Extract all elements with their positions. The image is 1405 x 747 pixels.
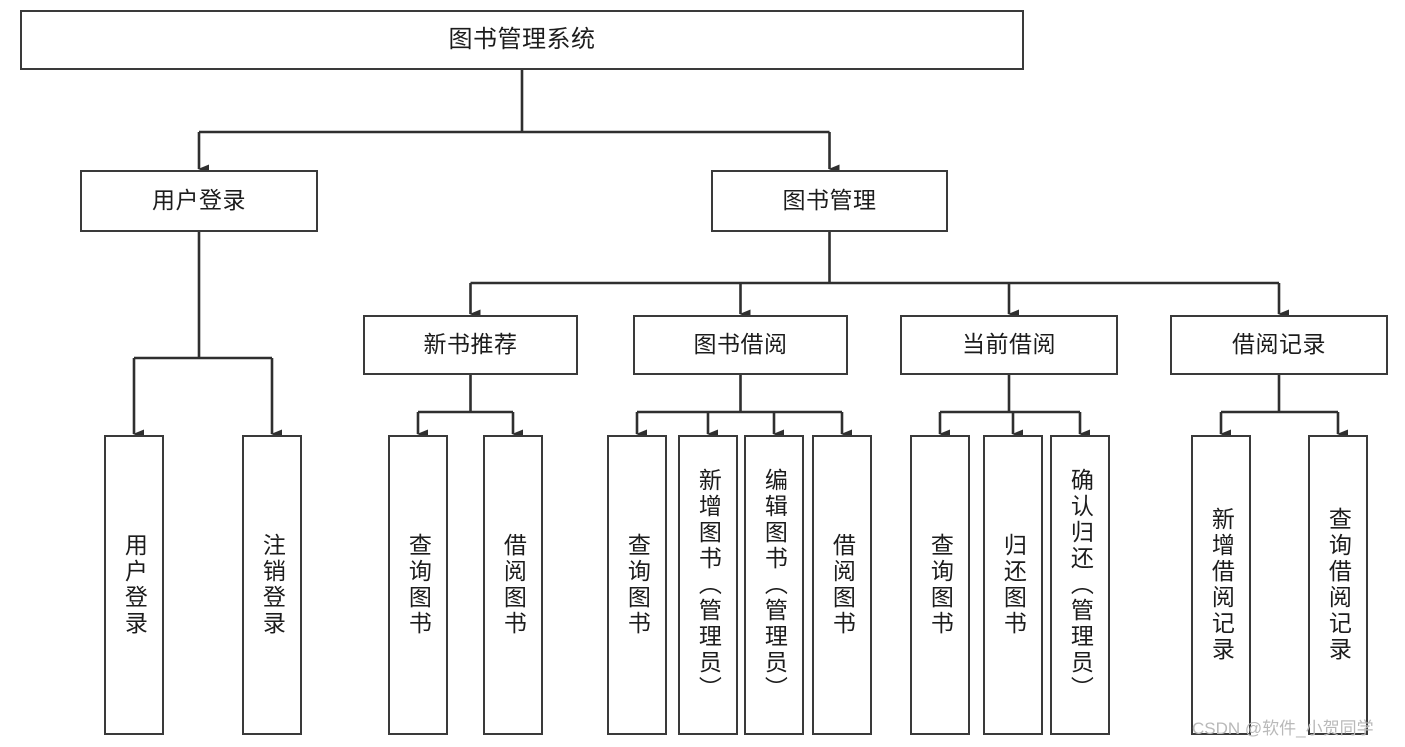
node-book-manage-label: 图书管理 [782, 187, 877, 214]
node-root-label: 图书管理系统 [448, 25, 596, 53]
node-leaf-query-borrow-record-label: 查询借阅记录 [1325, 507, 1352, 663]
node-leaf-return-book[interactable]: 归还图书 [983, 435, 1043, 735]
node-leaf-borrow-book-recommend-label: 借阅图书 [500, 533, 527, 637]
node-leaf-user-login[interactable]: 用户登录 [104, 435, 164, 735]
node-leaf-borrow-book-recommend[interactable]: 借阅图书 [483, 435, 543, 735]
node-leaf-query-book-borrow-label: 查询图书 [624, 533, 651, 637]
node-leaf-add-borrow-record[interactable]: 新增借阅记录 [1191, 435, 1251, 735]
node-leaf-edit-book-label: 编辑图书（管理员） [761, 468, 788, 702]
node-new-book-recommendation[interactable]: 新书推荐 [363, 315, 578, 375]
node-user-login[interactable]: 用户登录 [80, 170, 318, 232]
node-leaf-user-logout[interactable]: 注销登录 [242, 435, 302, 735]
node-current-borrow-label: 当前借阅 [962, 331, 1056, 358]
node-root[interactable]: 图书管理系统 [20, 10, 1024, 70]
node-leaf-query-book-recommend-label: 查询图书 [405, 533, 432, 637]
node-leaf-query-book-current[interactable]: 查询图书 [910, 435, 970, 735]
node-leaf-add-book-label: 新增图书（管理员） [695, 468, 722, 702]
node-leaf-confirm-return-label: 确认归还（管理员） [1067, 468, 1094, 702]
node-leaf-edit-book[interactable]: 编辑图书（管理员） [744, 435, 804, 735]
node-leaf-user-logout-label: 注销登录 [259, 533, 286, 637]
node-leaf-query-borrow-record[interactable]: 查询借阅记录 [1308, 435, 1368, 735]
node-borrow-record-label: 借阅记录 [1232, 331, 1326, 358]
csdn-watermark: CSDN @软件_小贺同学 [1192, 719, 1374, 738]
node-leaf-query-book-current-label: 查询图书 [927, 533, 954, 637]
node-new-book-recommendation-label: 新书推荐 [423, 331, 518, 358]
node-borrow-record[interactable]: 借阅记录 [1170, 315, 1388, 375]
node-book-manage[interactable]: 图书管理 [711, 170, 948, 232]
node-leaf-borrow-book-label: 借阅图书 [829, 533, 856, 637]
node-leaf-confirm-return[interactable]: 确认归还（管理员） [1050, 435, 1110, 735]
node-leaf-borrow-book[interactable]: 借阅图书 [812, 435, 872, 735]
node-leaf-return-book-label: 归还图书 [1000, 533, 1027, 637]
node-book-borrow[interactable]: 图书借阅 [633, 315, 848, 375]
node-leaf-add-book[interactable]: 新增图书（管理员） [678, 435, 738, 735]
node-user-login-label: 用户登录 [152, 187, 246, 214]
node-leaf-user-login-label: 用户登录 [121, 533, 148, 637]
node-leaf-query-book-borrow[interactable]: 查询图书 [607, 435, 667, 735]
node-current-borrow[interactable]: 当前借阅 [900, 315, 1118, 375]
node-leaf-add-borrow-record-label: 新增借阅记录 [1208, 507, 1235, 663]
node-leaf-query-book-recommend[interactable]: 查询图书 [388, 435, 448, 735]
node-book-borrow-label: 图书借阅 [693, 331, 788, 358]
